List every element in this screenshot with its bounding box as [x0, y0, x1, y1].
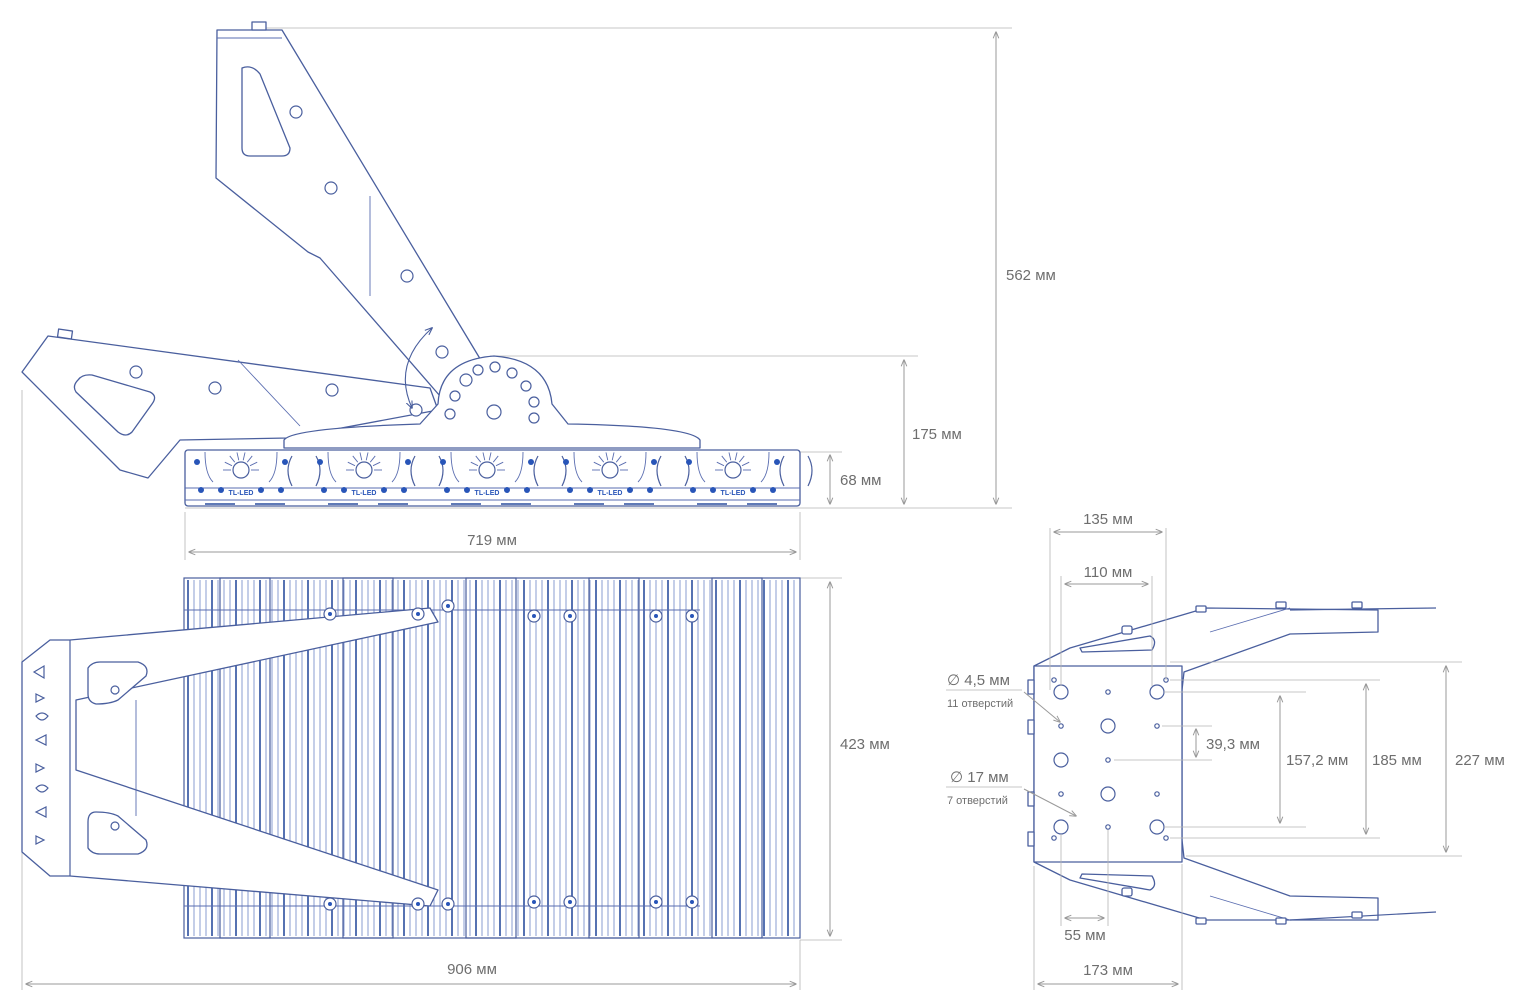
bracket-arm-raised [215, 21, 483, 397]
dim-423: 423 мм [840, 736, 890, 753]
dim-185: 185 мм [1372, 752, 1422, 769]
dim-227: 227 мм [1455, 752, 1505, 769]
lamp-module-outline [342, 577, 394, 939]
dim-719: 719 мм [467, 532, 517, 549]
lamp-body-profile: TL-LED TL-LED TL-LED TL-LED TL-LED [184, 449, 813, 507]
bracket-top-view [21, 599, 699, 911]
tl-led-logo: TL-LED [598, 490, 623, 497]
tl-led-logo: TL-LED [352, 490, 377, 497]
lamp-module-profile: TL-LED [563, 451, 690, 505]
dim-135: 135 мм [1083, 511, 1133, 528]
dim-39-3: 39,3 мм [1206, 736, 1260, 753]
bracket-holes [1051, 677, 1169, 841]
lamp-module-outline [219, 577, 271, 939]
lamp-module-outline [465, 577, 517, 939]
dim-17-diameter: ∅ 17 мм [950, 769, 1009, 786]
bracket-screws [323, 599, 699, 911]
tl-led-logo: TL-LED [721, 490, 746, 497]
dim-175: 175 мм [912, 426, 962, 443]
tl-led-logo: TL-LED [229, 490, 254, 497]
lamp-module-profile: TL-LED [440, 451, 567, 505]
dim-562: 562 мм [1006, 267, 1056, 284]
note-7-holes: 7 отверстий [947, 795, 1008, 807]
note-11-holes: 11 отверстий [947, 698, 1013, 710]
bracket-detail-view: 135 мм 110 мм ∅ 4,5 мм 11 отверстий ∅ 17… [946, 511, 1505, 990]
lamp-module-profile: TL-LED [317, 451, 444, 505]
side-view: TL-LED TL-LED TL-LED TL-LED TL-LED 562 мм 17… [21, 21, 1056, 560]
lamp-module-outline [588, 577, 640, 939]
dim-68: 68 мм [840, 472, 881, 489]
dim-906: 906 мм [447, 961, 497, 978]
tl-led-logo: TL-LED [475, 490, 500, 497]
dim-157-2: 157,2 мм [1286, 752, 1348, 769]
top-view-dimensions: 423 мм 906 мм [26, 582, 890, 984]
dim-55: 55 мм [1064, 927, 1105, 944]
dim-4-5-diameter: ∅ 4,5 мм [947, 672, 1010, 689]
lamp-module-outline [711, 577, 763, 939]
dim-110: 110 мм [1084, 564, 1133, 581]
side-view-dimensions: 562 мм 175 мм 68 мм 719 мм [189, 32, 1056, 552]
dim-173: 173 мм [1083, 962, 1133, 979]
hinge-disc [283, 328, 701, 449]
lamp-module-profile: TL-LED [686, 451, 813, 505]
lamp-module-profile: TL-LED [194, 451, 321, 505]
bracket-side-holes [32, 664, 49, 845]
top-view: 423 мм 906 мм [21, 390, 890, 990]
